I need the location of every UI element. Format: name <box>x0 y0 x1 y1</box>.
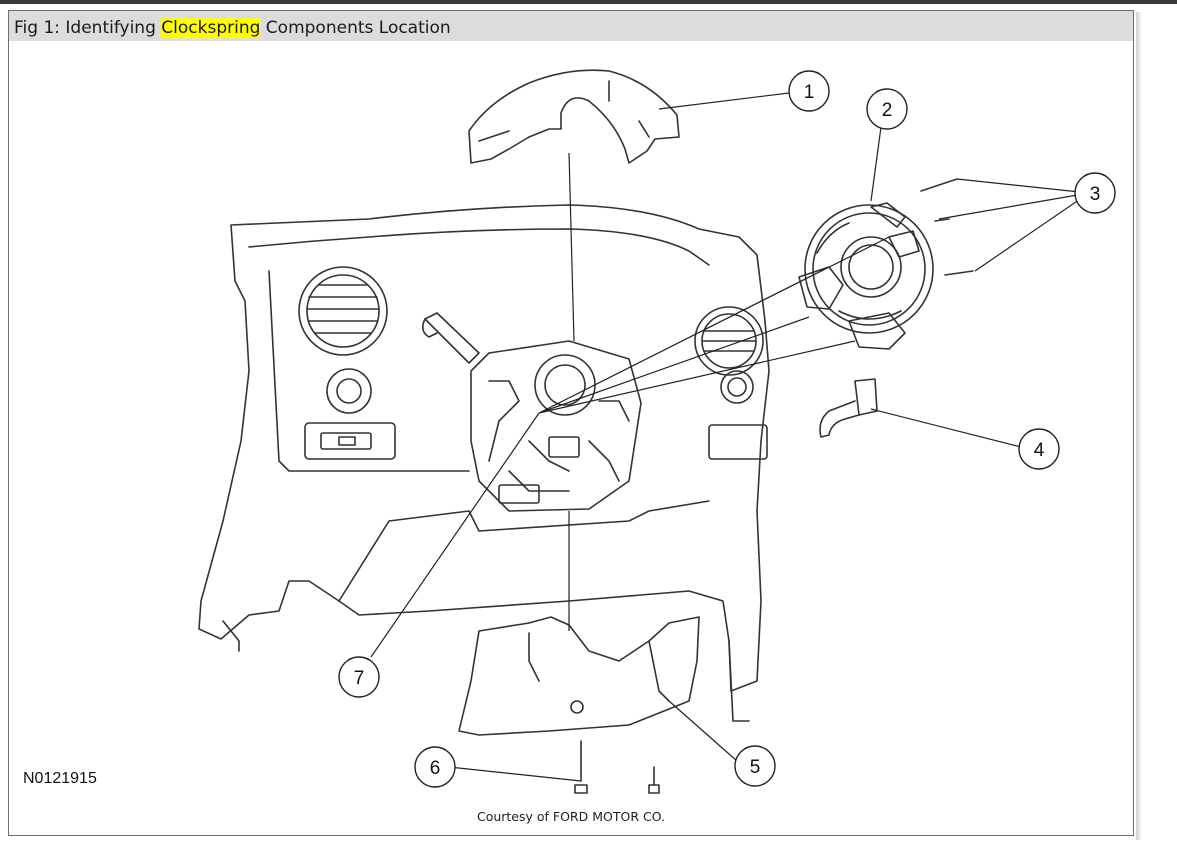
screws <box>574 740 660 794</box>
turn-signal-stalk <box>421 312 480 364</box>
callout-circle <box>734 745 776 787</box>
callout-label: 6 <box>430 758 441 779</box>
callout-label: 5 <box>750 757 761 778</box>
leader-line <box>448 766 582 782</box>
leader-line <box>658 92 790 110</box>
instrument-panel <box>198 204 770 722</box>
clockspring <box>798 202 934 350</box>
leader-line <box>370 412 540 658</box>
callout-circle <box>1018 428 1060 470</box>
figure-id: N0121915 <box>23 770 97 787</box>
caption-prefix: Fig 1: Identifying <box>14 18 162 38</box>
figure-header: Fig 1: Identifying Clockspring Component… <box>9 11 1133 41</box>
leader-line <box>870 126 882 202</box>
callout-circle <box>338 656 380 698</box>
clockspring-screws <box>920 178 974 276</box>
callout-label: 7 <box>354 668 365 689</box>
upper-shroud <box>468 69 680 164</box>
callout-circle <box>414 746 456 788</box>
frame-shadow <box>1136 12 1142 840</box>
leader-line <box>538 236 890 414</box>
leader-line <box>938 178 1090 272</box>
caption-suffix: Components Location <box>260 18 451 38</box>
callout-label: 1 <box>804 82 815 103</box>
clockspring-diagram: 1 2 3 4 5 6 7 <box>198 69 1116 794</box>
steering-column-assembly <box>470 340 642 512</box>
callout-circle <box>788 70 830 112</box>
window-top-bar <box>0 0 1177 4</box>
caption-highlight: Clockspring <box>161 18 261 38</box>
clockspring-connector <box>819 378 878 438</box>
callout-label: 4 <box>1034 440 1045 461</box>
callout-label: 2 <box>882 100 893 121</box>
callout-circle <box>1074 172 1116 214</box>
leader-line <box>870 408 1022 448</box>
lower-shroud <box>458 616 700 736</box>
callout-circle <box>866 88 908 130</box>
image-credit: Courtesy of FORD MOTOR CO. <box>476 809 666 824</box>
leader-line <box>568 152 575 342</box>
leader-line <box>668 700 738 762</box>
figure-caption: Fig 1: Identifying Clockspring Component… <box>14 17 451 39</box>
callout-label: 3 <box>1090 184 1101 205</box>
figure-frame: Fig 1: Identifying Clockspring Component… <box>8 10 1134 836</box>
